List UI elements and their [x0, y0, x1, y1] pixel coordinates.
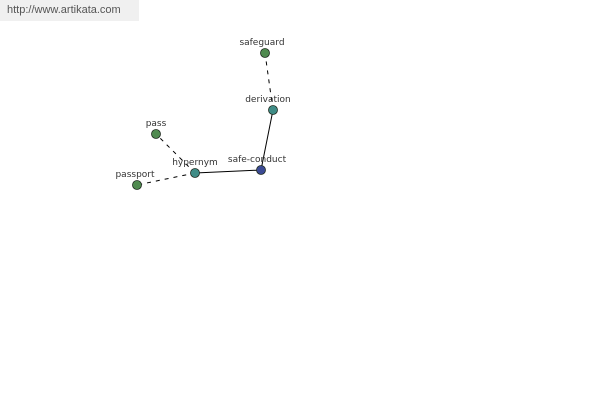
node-derivation[interactable]: derivation [245, 95, 291, 115]
node-label-safeguard[interactable]: safeguard [239, 38, 284, 48]
node-label-safe-conduct[interactable]: safe-conduct [228, 155, 287, 165]
node-circle-hypernym[interactable] [190, 168, 200, 178]
node-pass[interactable]: pass [146, 119, 167, 139]
node-circle-derivation[interactable] [268, 105, 278, 115]
node-passport[interactable]: passport [115, 170, 155, 190]
source-url[interactable]: http://www.artikata.com [0, 0, 139, 21]
edges-layer [136, 52, 274, 186]
edge-hypernym-passport [136, 172, 196, 186]
node-circle-pass[interactable] [151, 129, 161, 139]
nodes-layer: safe-conduct hypernym derivation passport pa… [115, 38, 291, 190]
node-hypernym[interactable]: hypernym [172, 158, 218, 178]
node-label-passport[interactable]: passport [115, 170, 155, 180]
node-safe-conduct[interactable]: safe-conduct [228, 155, 287, 175]
node-label-pass[interactable]: pass [146, 119, 167, 129]
node-safeguard[interactable]: safeguard [239, 38, 285, 58]
node-circle-safe-conduct[interactable] [256, 165, 266, 175]
edge-safe-conduct-hypernym [194, 169, 262, 174]
edge-hypernym-pass [155, 133, 196, 174]
node-label-hypernym[interactable]: hypernym [172, 158, 218, 168]
edge-safe-conduct-derivation [260, 109, 274, 171]
node-label-derivation[interactable]: derivation [245, 95, 291, 105]
node-circle-safeguard[interactable] [260, 48, 270, 58]
edge-derivation-safeguard [264, 52, 274, 111]
node-circle-passport[interactable] [132, 180, 142, 190]
